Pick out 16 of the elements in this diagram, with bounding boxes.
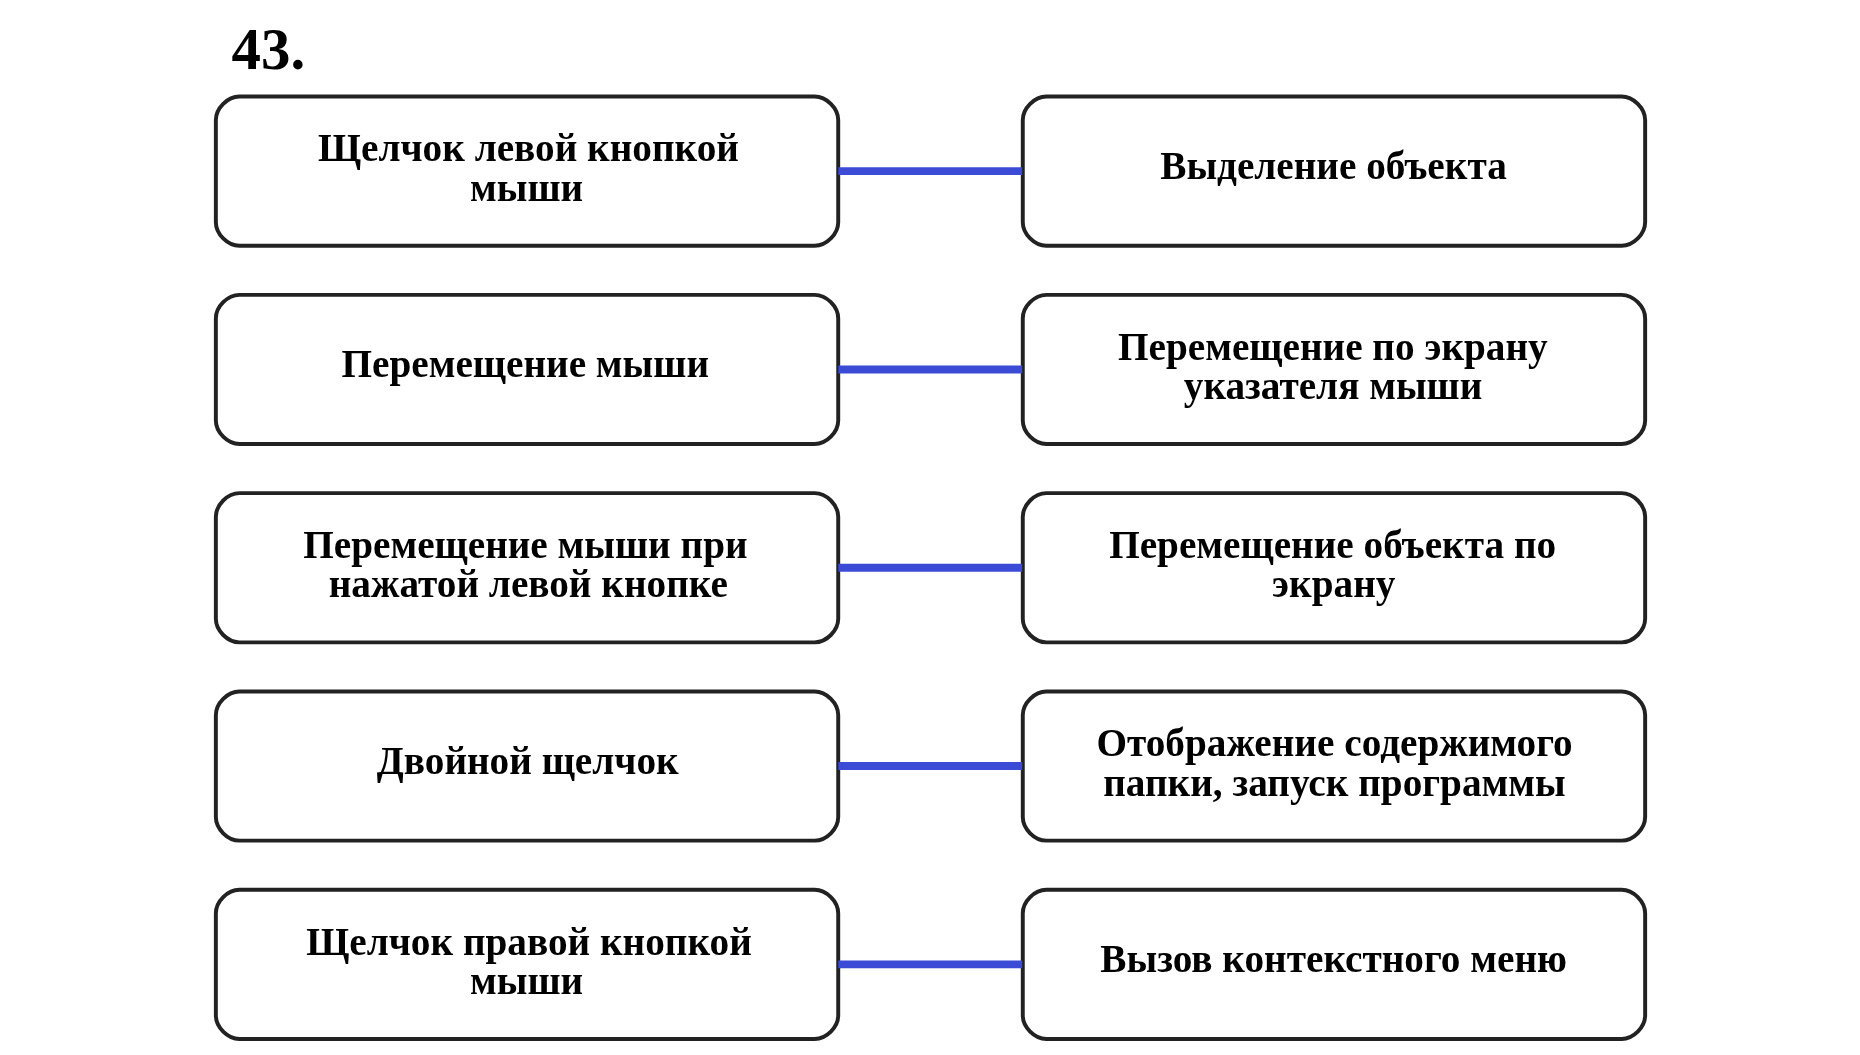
node-box: Щелчок правой кнопкой мыши [213,887,840,1041]
connector [837,167,1022,176]
connector [837,563,1022,572]
diagram-title: 43. [231,17,305,83]
node-box: Отображение содержимого папки, запуск программы [1020,689,1647,843]
node-box: Щелчок левой кнопкой мыши [213,94,840,248]
node-box: Перемещение объекта по экрану [1020,491,1647,645]
node-box: Перемещение по экрану указателя мыши [1020,292,1647,447]
node-box: Выделение объекта [1020,94,1647,248]
connector [837,762,1022,770]
connector [837,960,1022,969]
node-box: Вызов контекстного меню [1020,887,1647,1041]
node-box: Перемещение мыши при нажатой левой кнопке [213,491,840,645]
node-box: Двойной щелчок [213,689,840,843]
node-box: Перемещение мыши [213,292,840,447]
connector [837,365,1022,374]
